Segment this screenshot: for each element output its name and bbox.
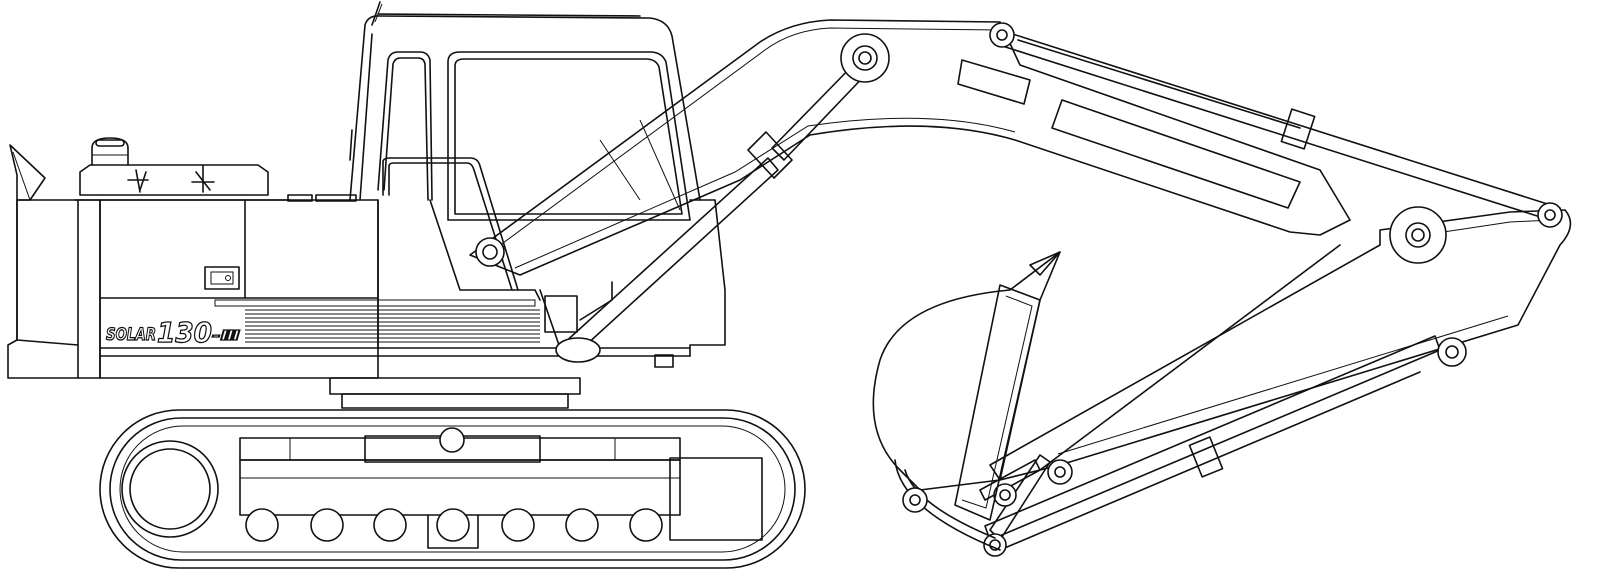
air-cleaner [91, 137, 215, 193]
hood-stripes [214, 299, 540, 343]
boom-cylinder [555, 59, 871, 363]
crawler-track [99, 409, 806, 569]
boom-cylinder-pin [840, 33, 890, 83]
bucket-cylinder [984, 335, 1467, 551]
badge-brand: SOLAR [106, 325, 156, 345]
counterweight [7, 199, 101, 379]
badge-model: 130 [157, 316, 212, 349]
idler-wheel [121, 440, 219, 538]
boom [469, 19, 1351, 276]
arm-cylinder [989, 22, 1561, 223]
small-hatches [287, 194, 357, 202]
front-body-panel [539, 199, 726, 368]
badge-suffix: -Ⅲ [212, 329, 241, 344]
track-rollers [245, 508, 663, 542]
arm-top-pin [1537, 202, 1563, 228]
boom-arm-pin [1389, 206, 1447, 264]
exhaust-pipe [9, 144, 46, 201]
model-badge: SOLAR 130 -Ⅲ [105, 315, 241, 349]
operator-cab [349, 1, 701, 301]
swing-bearing [329, 377, 581, 409]
arm [989, 209, 1572, 481]
side-door-latch [204, 266, 240, 290]
boom-foot-pin [475, 237, 505, 267]
bucket [872, 251, 1061, 551]
